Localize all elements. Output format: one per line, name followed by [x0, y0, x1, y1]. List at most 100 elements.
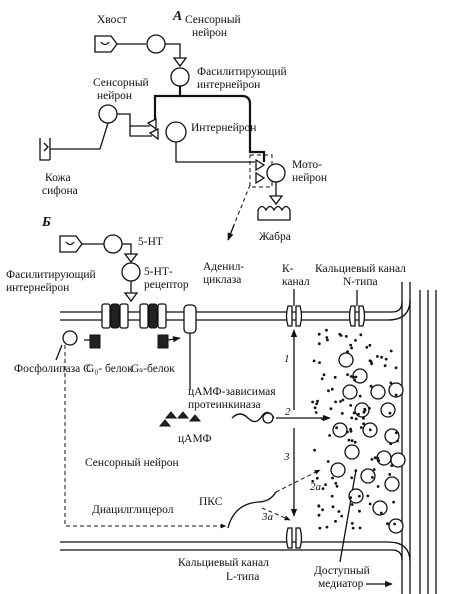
transmitter-dot [312, 359, 316, 363]
pka-label-2: протеинкиназа [188, 399, 261, 411]
transmitter-dot [350, 439, 354, 443]
transmitter-dot [354, 375, 358, 379]
motor-terminal-icon [268, 195, 284, 206]
transmitter-dot [379, 511, 383, 515]
transmitter-dot [358, 394, 362, 398]
n-channel-half-1 [348, 305, 356, 327]
panel-a-letter: А [172, 9, 182, 24]
siphon-sensory-neuron-soma [98, 104, 118, 124]
transmitter-dot [357, 412, 360, 416]
camp-dot-1 [164, 411, 178, 419]
camp-molecules [158, 411, 202, 427]
transmitter-dot [334, 519, 337, 523]
pathway-label-3: 3 [283, 451, 290, 463]
transmitter-dot [335, 426, 338, 430]
transmitter-dot [313, 448, 316, 452]
vesicle-4 [380, 402, 396, 418]
transmitter-dot [326, 460, 330, 463]
transmitter-dot [315, 402, 318, 406]
camp-dot-2 [176, 411, 190, 419]
transmitter-dot [358, 509, 361, 513]
transmitter-dot [344, 335, 348, 338]
zoom-arrow-icon [227, 224, 235, 241]
vesicle-13 [384, 476, 400, 492]
transmitter-dot [388, 411, 392, 415]
pkc-icon [227, 491, 277, 529]
mediator-leader [339, 469, 357, 563]
tail-receptor-icon [94, 35, 118, 53]
sensory-neuron-label: Сенсорный нейрон [85, 457, 179, 469]
vesicle-16 [388, 518, 404, 534]
receptor-helix-2 [110, 303, 120, 329]
interneuron-axon [175, 142, 255, 163]
tail-receptor-mark [100, 41, 110, 46]
serotonin-label: 5-НТ [138, 236, 163, 248]
transmitter-dot [349, 496, 352, 500]
transmitter-dots [311, 328, 399, 530]
transmitter-dot [352, 411, 356, 415]
transmitter-dot [350, 476, 354, 480]
transmitter-dot [376, 485, 380, 488]
transmitter-dot [353, 440, 357, 444]
pathway-2a-arrow [275, 469, 321, 493]
transmitter-dot [394, 393, 398, 397]
transmitter-dot [380, 355, 383, 359]
transmitter-dot [350, 503, 354, 506]
transmitter-dot [352, 375, 355, 379]
panel-b-synapse-icon [123, 253, 139, 264]
sensory-neuron-left-label-2: нейрон [97, 90, 132, 102]
transmitter-dot [316, 399, 319, 403]
transmitter-dot [341, 398, 345, 402]
panel-b: Б 5-НТ Фасилитирующий интернейрон 5-НТ- … [6, 215, 437, 594]
transmitter-dot [354, 417, 358, 421]
transmitter-dot [346, 430, 349, 434]
transmitter-dot [373, 456, 377, 460]
l-channel-label-1: Кальциевый канал [178, 557, 269, 569]
adenylate-cyclase-label-1: Аденил- [203, 261, 244, 273]
facilitating-interneuron-soma [170, 67, 190, 87]
panel-b-facilitating-label-2: интернейрон [6, 282, 69, 294]
l-channel-label-2: L-типа [226, 571, 259, 583]
transmitter-dot [351, 526, 355, 530]
transmitter-dot [363, 407, 367, 411]
transmitter-dot [340, 412, 344, 415]
tail-sensory-axon [165, 43, 181, 58]
transmitter-dot [337, 510, 341, 513]
transmitter-dot [334, 400, 337, 404]
receptor-helix-1 [101, 303, 111, 329]
transmitter-dot [313, 406, 317, 410]
transmitter-dot [325, 328, 328, 332]
transmitter-dot [349, 343, 353, 347]
transmitter-dot [384, 357, 388, 361]
postsynaptic-membrane [419, 290, 429, 594]
transmitter-dot [359, 426, 363, 429]
receptor-helix-3 [119, 303, 129, 329]
phospholipase-label: Фосфолипаза С [14, 363, 91, 375]
synapse-on-motor-icon-2 [255, 171, 266, 185]
transmitter-dot [350, 522, 354, 525]
transmitter-dot [349, 427, 352, 431]
l-channel-half-2 [295, 527, 303, 549]
transmitter-dot [335, 484, 339, 488]
receptor-complex-gs [139, 303, 181, 349]
pathway-label-2a: 2а [310, 481, 322, 493]
transmitter-dot [393, 522, 396, 526]
go-protein-label: G₀- белок [86, 363, 133, 375]
transmitter-dot [376, 456, 380, 460]
transmitter-dot [326, 338, 329, 342]
diacylglycerol-label: Диацилглицерол [92, 504, 174, 516]
transmitter-dot [349, 375, 353, 378]
siphon-sensory-axon-2 [129, 126, 152, 137]
receptor-label-2: рецептор [144, 279, 189, 291]
transmitter-dot [386, 522, 389, 526]
mediator-label-2: медиатор [318, 578, 364, 590]
dag-dashed-path [64, 345, 227, 529]
adenylate-cyclase-icon [183, 304, 197, 334]
k-channel-half-1 [285, 305, 293, 327]
phospholipase-leader [55, 344, 63, 361]
transmitter-dot [395, 431, 398, 435]
motor-neuron-label-1: Мото- [292, 159, 322, 171]
transmitter-dot [321, 417, 324, 421]
transmitter-dot [340, 514, 344, 518]
pkc-label: ПКС [199, 496, 223, 508]
